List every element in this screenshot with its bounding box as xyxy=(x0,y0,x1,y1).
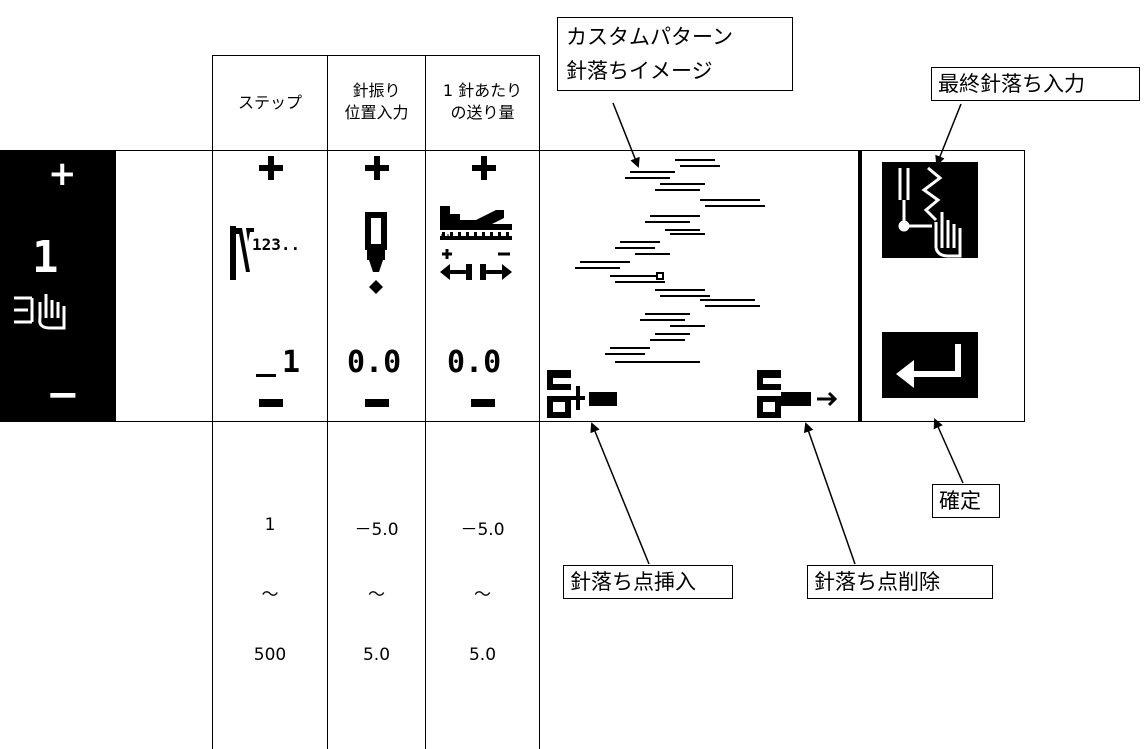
minus-icon[interactable] xyxy=(365,399,389,407)
header-needle-position: 針振り 位置入力 xyxy=(344,81,409,122)
minus-icon[interactable] xyxy=(259,399,283,407)
insert-point-icon[interactable] xyxy=(545,368,620,418)
step-range-max: 500 xyxy=(253,645,287,665)
feed-amount-icon xyxy=(440,206,512,280)
plus-icon[interactable] xyxy=(472,156,496,180)
step-range-min: 1 xyxy=(264,515,276,535)
arrow-insert-point xyxy=(590,422,650,565)
final-needle-input-icon[interactable] xyxy=(880,160,980,260)
enter-icon[interactable] xyxy=(880,330,980,400)
callout-final-needle: 最終針落ち入力 xyxy=(931,67,1140,101)
minus-icon[interactable] xyxy=(471,399,495,407)
arrow-delete-point xyxy=(803,422,856,565)
arrow-custom-pattern xyxy=(612,102,640,168)
needle-range-min: －5.0 xyxy=(354,520,399,540)
needle-position-value: 0.0 xyxy=(347,345,402,380)
header-top-line xyxy=(212,55,540,56)
callout-confirm: 確定 xyxy=(932,484,1000,518)
grid-line xyxy=(539,55,540,749)
feed-amount-value: 0.0 xyxy=(447,345,502,380)
step-icon: 123.. xyxy=(230,226,300,280)
feed-range-min: －5.0 xyxy=(460,520,505,540)
callout-delete-point: 針落ち点削除 xyxy=(807,565,993,599)
step-plus-button[interactable]: + xyxy=(48,154,77,194)
callout-insert-point: 針落ち点挿入 xyxy=(563,565,733,599)
grid-line xyxy=(327,55,328,749)
step-number: 1 xyxy=(32,232,59,283)
plus-icon[interactable] xyxy=(259,156,283,180)
step-minus-button[interactable]: − xyxy=(46,372,80,418)
header-feed-amount: 1 針あたり の送り量 xyxy=(442,81,523,122)
step-range-sep: ～ xyxy=(261,585,279,605)
header-step: ステップ xyxy=(237,93,302,112)
panel-divider xyxy=(858,150,862,422)
grid-line xyxy=(212,55,213,749)
feed-range-max: 5.0 xyxy=(468,645,497,665)
needle-range-max: 5.0 xyxy=(362,645,391,665)
needle-position-icon xyxy=(365,212,387,294)
feed-range-sep: ～ xyxy=(474,585,491,605)
needle-drop-pattern-image xyxy=(575,159,765,363)
callout-custom-pattern: カスタムパターン 針落ちイメージ xyxy=(557,17,793,91)
step-selector[interactable]: + 1 − xyxy=(0,150,116,422)
svg-text:123..: 123.. xyxy=(252,235,300,254)
step-cursor xyxy=(256,374,276,377)
arrow-final-needle xyxy=(935,103,962,166)
delete-point-icon[interactable] xyxy=(755,368,855,418)
plus-icon[interactable] xyxy=(365,156,389,180)
needle-range-sep: ～ xyxy=(368,585,385,605)
stitch-hand-icon xyxy=(14,294,66,330)
grid-line xyxy=(425,55,426,749)
step-value: 1 xyxy=(282,345,301,380)
arrow-confirm xyxy=(933,418,964,484)
